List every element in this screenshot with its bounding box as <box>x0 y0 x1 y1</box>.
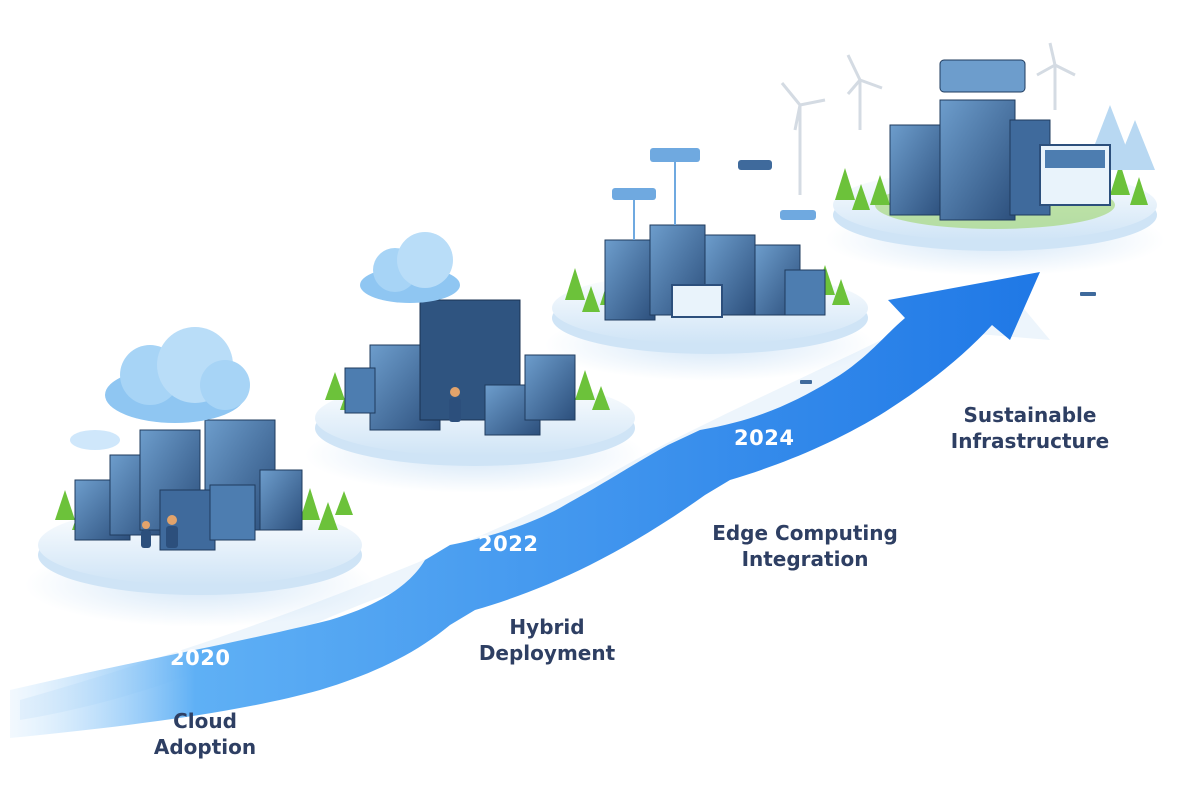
milestone-sustainable-infrastructure: Sustainable Infrastructure <box>950 403 1110 453</box>
server-rack-icon <box>344 299 576 436</box>
milestone-edge-computing: Edge Computing Integration <box>712 521 898 571</box>
person-icon <box>141 515 178 548</box>
drone-icon <box>612 148 816 240</box>
year-2024: 2024 <box>734 426 795 450</box>
year-2020: 2020 <box>170 646 231 670</box>
person-icon <box>449 387 461 422</box>
milestone-hybrid-deployment: Hybrid Deployment <box>478 615 616 665</box>
server-rack-icon <box>74 419 303 551</box>
drone-icon <box>800 292 1096 384</box>
platform-hybrid-deployment <box>305 232 645 493</box>
server-rack-icon <box>604 224 826 321</box>
wind-turbine-icon <box>780 42 1076 195</box>
tree-icon <box>835 163 1148 210</box>
server-rack-icon <box>889 59 1111 221</box>
platform-edge-computing <box>545 148 875 381</box>
milestone-cloud-adoption: Cloud Adoption <box>153 709 257 759</box>
year-2022: 2022 <box>478 532 539 556</box>
cloud-icon <box>70 327 250 450</box>
arrow-shadow <box>20 280 1050 720</box>
platform-cloud-adoption <box>25 327 375 627</box>
platform-sustainable-infrastructure <box>780 42 1165 276</box>
cloud-icon <box>360 232 460 303</box>
growth-arrow <box>10 272 1040 738</box>
